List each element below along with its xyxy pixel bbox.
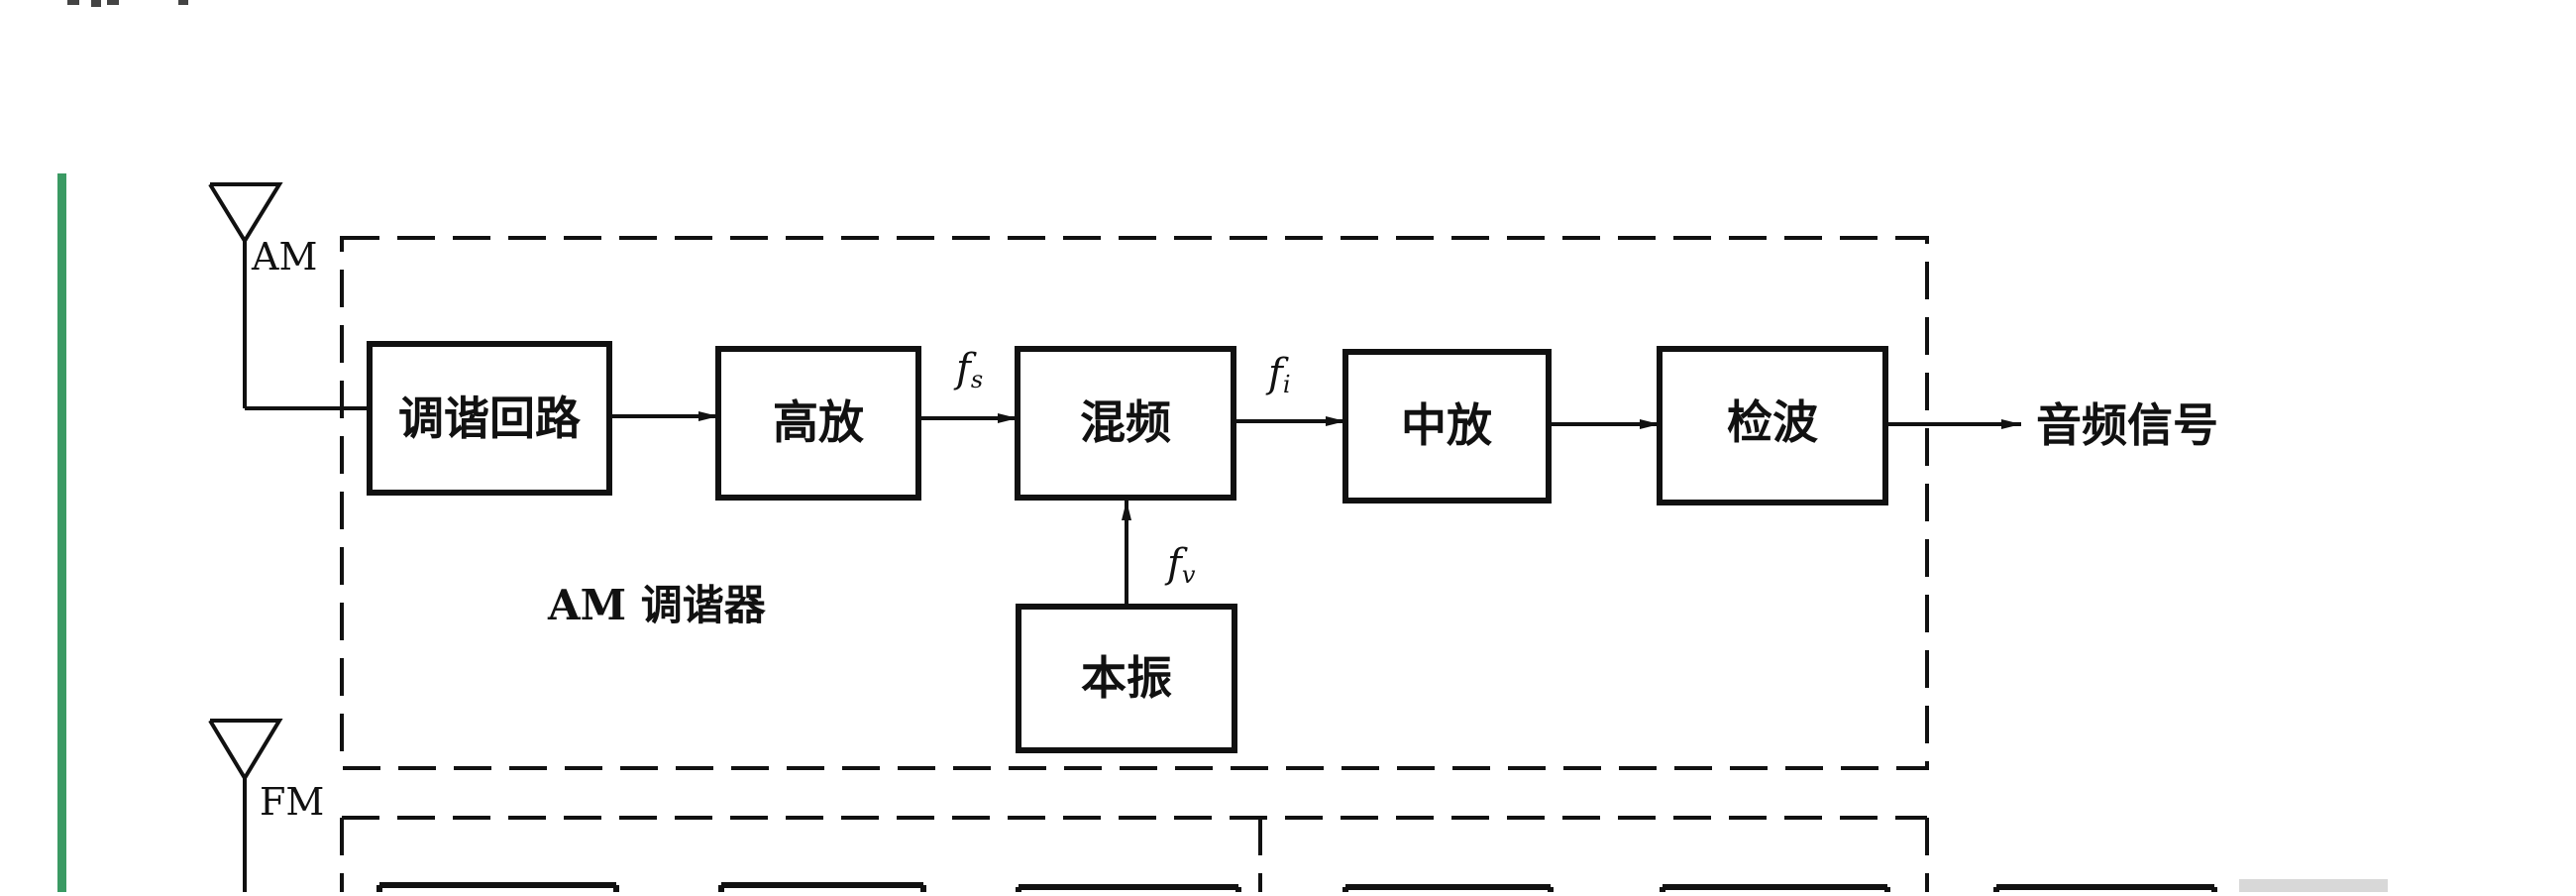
signal-fs-label: fs [953,346,983,393]
audio-output-label: 音频信号 [2036,398,2218,452]
block-tuning-circuit-label: 调谐回路 [398,392,582,445]
block-local-oscillator-label: 本振 [1081,651,1172,705]
am-antenna-icon [208,182,367,410]
accent-bar [57,173,66,892]
am-tuner-frame [340,236,1929,770]
fm-tuner-frame [340,816,1929,892]
am-tuner-label: AM 调谐器 [547,581,767,629]
block-tuning-circuit: 调谐回路 [367,341,612,496]
block-if-amplifier: 中放 [1342,349,1552,504]
signal-fv-label: fv [1164,541,1196,589]
block-if-amplifier-label: 中放 [1401,398,1492,452]
block-detector-label: 检波 [1727,395,1818,449]
block-local-oscillator: 本振 [1016,604,1237,753]
block-detector: 检波 [1657,346,1888,505]
fm-blocks-partial [376,882,2217,892]
signal-fi-label: fi [1265,351,1291,398]
am-antenna-label: AM [251,235,317,279]
top-left-marks [67,0,188,7]
fm-antenna-icon [208,719,283,892]
block-mixer: 混频 [1015,346,1236,501]
fm-antenna-label: FM [260,780,324,824]
fm-output-fragment [2239,879,2388,892]
block-rf-amplifier: 高放 [715,346,921,501]
block-mixer-label: 混频 [1080,395,1171,449]
block-rf-amplifier-label: 高放 [773,395,864,449]
signal-arrows [609,411,2021,607]
